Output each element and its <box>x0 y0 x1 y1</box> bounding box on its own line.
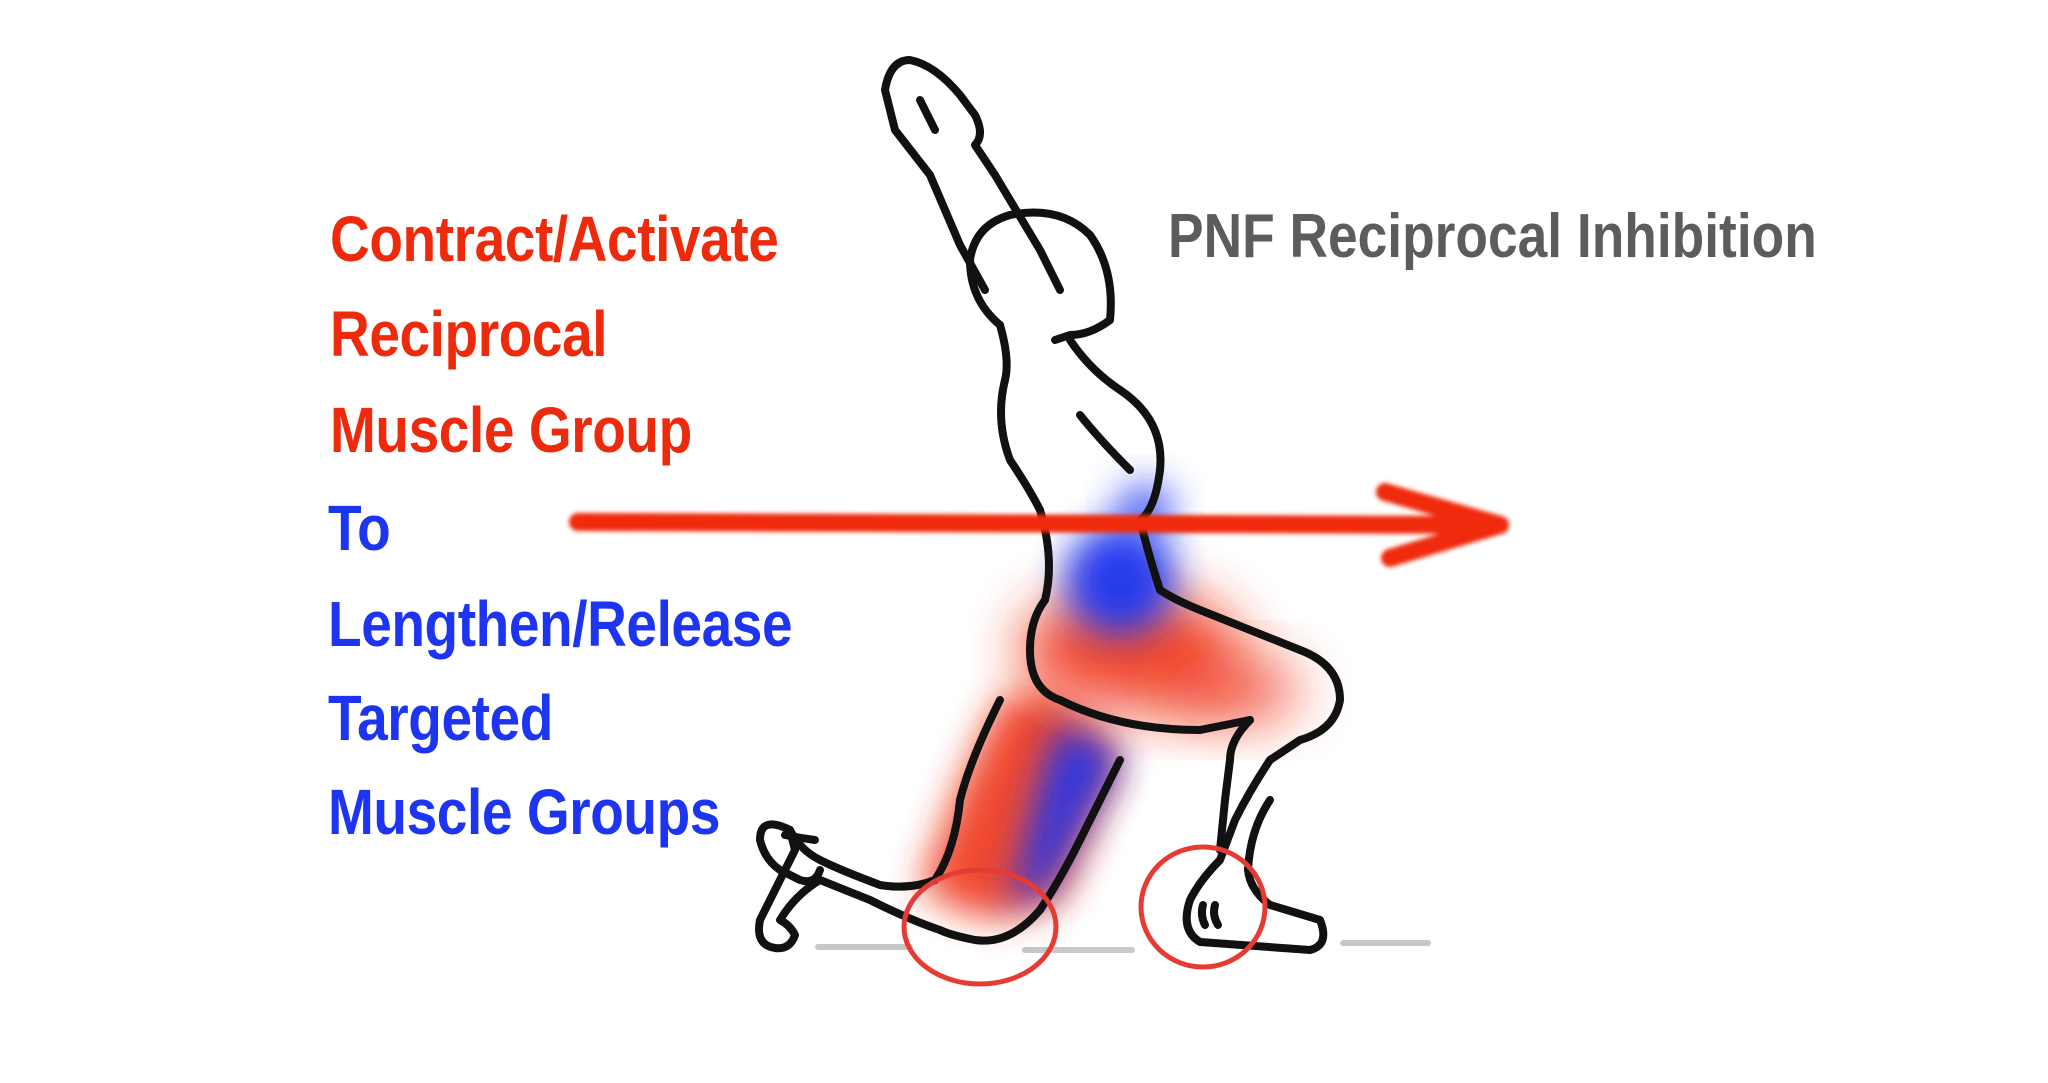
instruction-line-lengthen: Lengthen/Release <box>328 588 793 660</box>
knee-circle-marker-icon <box>901 867 1059 987</box>
instruction-line-muscle-group: Muscle Group <box>330 394 692 466</box>
kneeling-lunge-figure <box>755 56 1344 954</box>
ground-lines <box>815 940 1431 953</box>
diagram-title: PNF Reciprocal Inhibition <box>1168 202 1817 271</box>
muscle-highlights <box>920 482 1300 918</box>
foot-circle-marker-icon <box>1138 844 1268 970</box>
instruction-line-contract: Contract/Activate <box>330 203 779 275</box>
instruction-line-targeted: Targeted <box>328 682 553 754</box>
instruction-line-reciprocal: Reciprocal <box>330 298 608 370</box>
instruction-line-to: To <box>328 492 391 564</box>
right-arrow-icon <box>569 483 1509 567</box>
instruction-line-muscle-groups: Muscle Groups <box>328 776 720 848</box>
